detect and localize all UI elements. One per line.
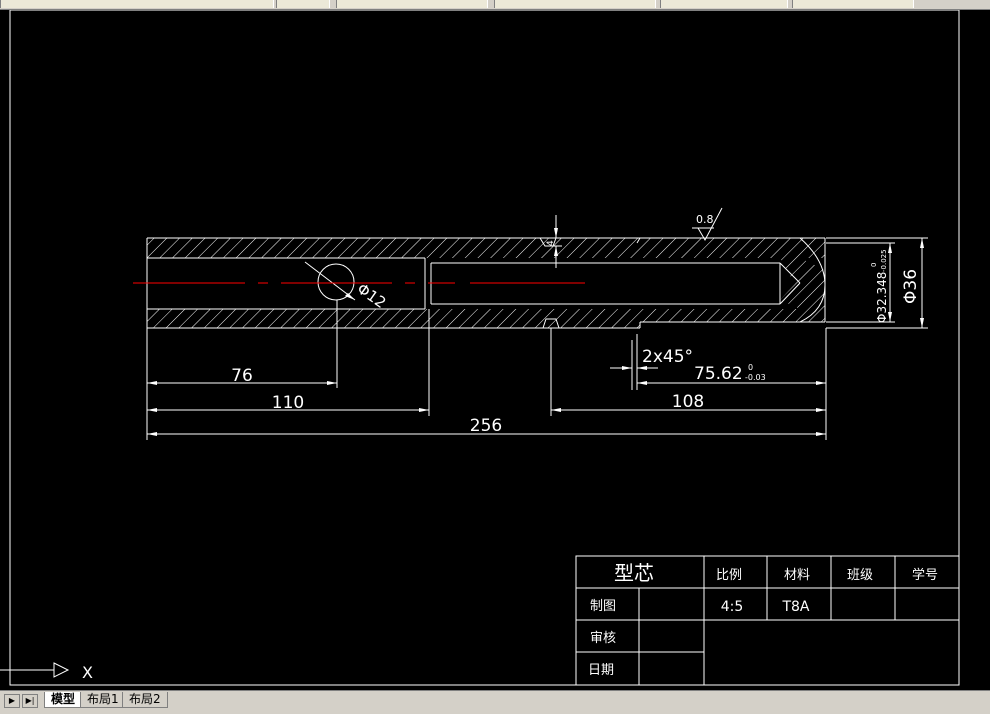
drawing-border [9, 10, 960, 686]
dim-length-tol-upper: 0 [748, 363, 753, 372]
toolbar-layer-combo[interactable] [0, 0, 274, 8]
check-label: 审核 [590, 631, 616, 646]
toolbar-plotstyle-combo[interactable] [792, 0, 914, 8]
tab-layout2[interactable]: 布局2 [122, 692, 168, 708]
layout-tabs-bar: ▶ ▶| 模型 布局1 布局2 [0, 690, 990, 714]
title-block-text: 型芯 比例 材料 班级 学号 制图 4:5 T8A 审核 日期 [588, 561, 938, 678]
scale-label: 比例 [716, 568, 742, 583]
top-toolbar [0, 0, 990, 10]
dim-108: 108 [672, 392, 704, 412]
cad-drawing: 76 110 256 108 2x45° 75.62 0 -0.03 Φ36 Φ… [0, 10, 960, 686]
dimension-arrows [147, 228, 924, 436]
date-label: 日期 [588, 663, 614, 678]
class-label: 班级 [847, 568, 873, 583]
toolbar-icons[interactable] [276, 0, 330, 8]
hatch-top-wall [147, 238, 825, 258]
dim-dia-tol-lower: -0.025 [880, 249, 888, 272]
dim-length-main: 75.62 [694, 364, 743, 384]
material-value: T8A [781, 599, 809, 615]
toolbar-color-combo[interactable] [336, 0, 488, 8]
drawn-label: 制图 [590, 599, 616, 614]
material-label: 材料 [784, 568, 810, 583]
title-block [575, 555, 960, 686]
toolbar-linetype-combo[interactable] [494, 0, 656, 8]
part-name: 型芯 [614, 561, 654, 585]
nav-next-button[interactable]: ▶| [22, 694, 38, 708]
dim-chamfer: 2x45° [642, 347, 693, 367]
dimension-texts: 76 110 256 108 2x45° 75.62 0 -0.03 Φ36 Φ… [231, 213, 921, 436]
ucs-icon [0, 662, 70, 678]
number-label: 学号 [912, 567, 938, 583]
part-outline [146, 237, 826, 329]
scale-value: 4:5 [721, 599, 744, 615]
dim-76: 76 [231, 366, 253, 386]
dim-hole: Φ12 [354, 280, 390, 312]
dim-dia-tol-upper: 0 [870, 263, 878, 267]
hatch-tip-wall [640, 309, 825, 322]
toolbar-lineweight-combo[interactable] [660, 0, 788, 8]
dim-dia36: Φ36 [901, 269, 921, 304]
ucs-x-label: X [82, 663, 93, 682]
dim-dia-main: Φ32.348 [875, 272, 889, 323]
dimension-lines [146, 207, 928, 440]
tab-model[interactable]: 模型 [44, 692, 83, 708]
hatch-bottom-wall [147, 309, 640, 328]
dim-small: 4 [546, 240, 556, 246]
roughness-value: 0.8 [696, 213, 714, 226]
hatch-cone-tip [780, 258, 825, 309]
drawing-canvas[interactable]: 76 110 256 108 2x45° 75.62 0 -0.03 Φ36 Φ… [0, 10, 990, 690]
dim-length-tol-lower: -0.03 [745, 373, 766, 382]
nav-prev-button[interactable]: ▶ [4, 694, 20, 708]
tab-layout1[interactable]: 布局1 [80, 692, 126, 708]
dim-110: 110 [272, 393, 304, 413]
dim-256: 256 [470, 416, 502, 436]
